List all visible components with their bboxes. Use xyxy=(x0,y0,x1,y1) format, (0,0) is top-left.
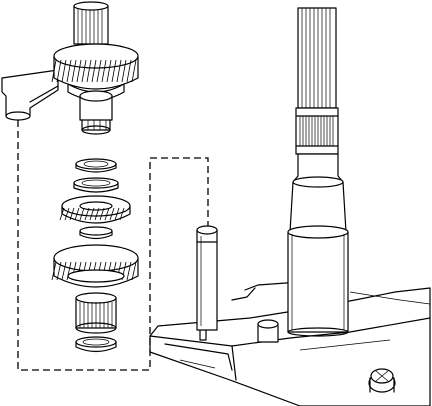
puller-bracket xyxy=(1,69,59,121)
thrust-washer xyxy=(73,158,119,193)
bearing-race xyxy=(75,336,117,353)
needle-bearing xyxy=(75,292,117,334)
drive-gear xyxy=(51,244,139,288)
alignment-pin xyxy=(196,225,218,331)
main-shaft xyxy=(287,7,349,337)
synchronizer-hub xyxy=(59,195,131,224)
case-bolt xyxy=(368,368,396,393)
transmission-case xyxy=(149,281,431,406)
synchronizer-ring xyxy=(79,226,113,240)
input-gear-shaft xyxy=(51,1,139,135)
alignment-lines xyxy=(17,120,209,371)
